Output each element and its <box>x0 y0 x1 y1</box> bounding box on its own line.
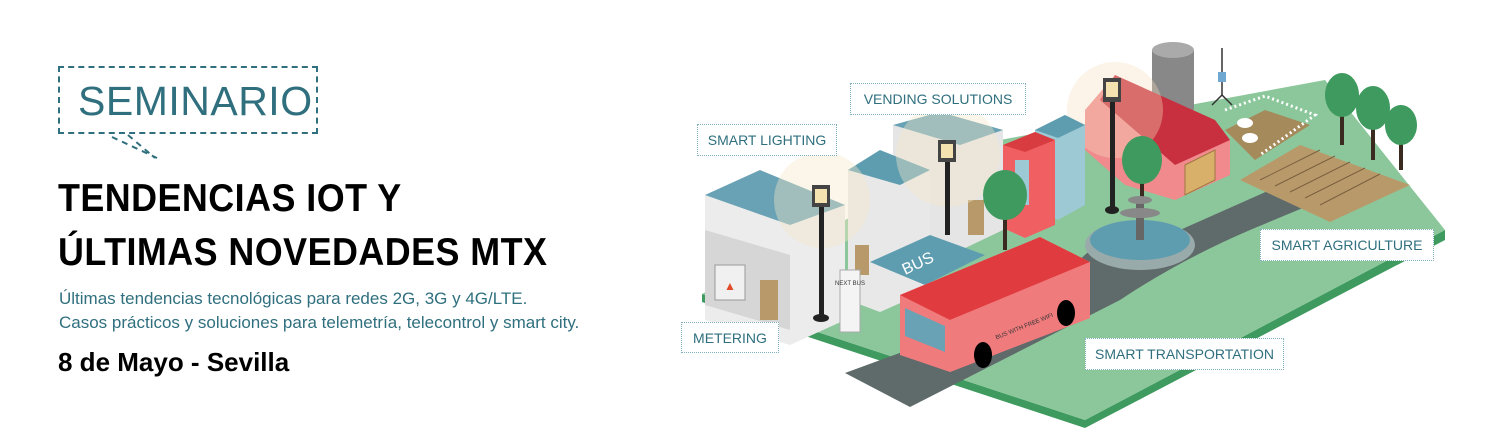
label-smart-lighting: SMART LIGHTING <box>697 124 837 156</box>
gas-meter-icon <box>714 264 746 301</box>
speech-tail-icon <box>111 134 158 159</box>
tree-icon <box>983 136 1162 250</box>
subtitle: Últimas tendencias tecnológicas para red… <box>59 287 579 335</box>
trees-farm <box>1325 73 1417 170</box>
farm-field <box>1224 94 1410 222</box>
bus-stop-sign: NEXT BUS <box>835 281 865 287</box>
label-metering: METERING <box>681 322 779 353</box>
bus: BUS WITH FREE WIFI <box>900 237 1090 372</box>
buildings: ▲ <box>705 112 1003 345</box>
title-line-1: TENDENCIAS IOT Y <box>58 177 402 220</box>
weather-station-icon <box>1211 48 1233 106</box>
event-date-location: 8 de Mayo - Sevilla <box>58 347 290 377</box>
street-lamp-icon <box>938 140 956 235</box>
seminar-label: SEMINARIO <box>78 78 313 124</box>
fence <box>1224 94 1319 157</box>
wheel <box>1057 300 1075 326</box>
subtitle-line-2: Casos prácticos y soluciones para teleme… <box>59 313 580 332</box>
title-line-2: ÚLTIMAS NOVEDADES MTX <box>58 231 548 274</box>
sheep-icon <box>1242 133 1258 143</box>
street-lamp-icon <box>812 185 830 322</box>
seminar-badge: SEMINARIO <box>58 66 318 134</box>
bus-stop: BUS NEXT BUS <box>835 235 985 333</box>
wheel <box>974 342 992 368</box>
ground-platform <box>702 80 1445 428</box>
label-smart-transportation: SMART TRANSPORTATION <box>1085 338 1284 370</box>
label-vending-solutions: VENDING SOLUTIONS <box>850 83 1026 115</box>
page-title: TENDENCIAS IOT Y ÚLTIMAS NOVEDADES MTX <box>58 172 547 280</box>
fountain <box>1085 196 1195 270</box>
label-smart-agriculture: SMART AGRICULTURE <box>1260 229 1434 261</box>
subtitle-line-1: Últimas tendencias tecnológicas para red… <box>59 289 528 308</box>
flame-icon: ▲ <box>724 279 736 293</box>
street-lamp-icon <box>1103 78 1121 214</box>
sheep-icon <box>1237 118 1253 128</box>
